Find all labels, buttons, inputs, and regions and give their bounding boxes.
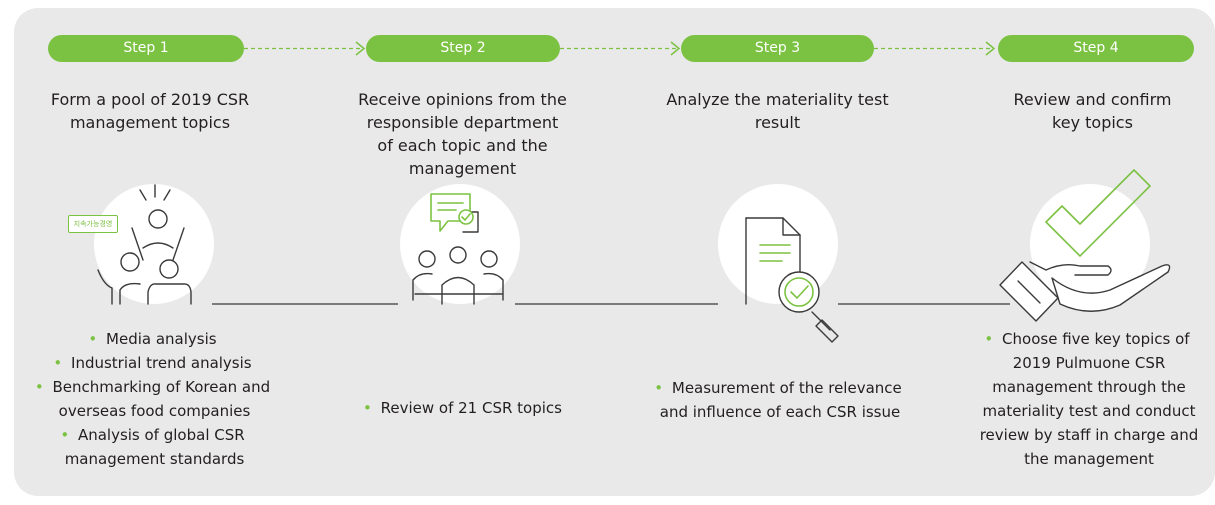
list-item: • Choose five key topics of — [984, 330, 1190, 348]
list-item: materiality test and conduct — [982, 402, 1196, 420]
step-1-bullets: • Media analysis • Industrial trend anal… — [10, 327, 295, 471]
step-3-bullets: • Measurement of the relevance and influ… — [628, 376, 928, 424]
arrow-head-3 — [985, 41, 996, 56]
step-3-pill: Step 3 — [681, 35, 874, 62]
list-item: • Analysis of global CSR — [60, 426, 245, 444]
list-item: • Review of 21 CSR topics — [363, 399, 562, 417]
list-item: overseas food companies — [58, 402, 251, 420]
list-item: • Industrial trend analysis — [53, 354, 252, 372]
list-item: management standards — [64, 450, 245, 468]
diagram-panel — [14, 8, 1215, 496]
list-item: review by staff in charge and — [979, 426, 1199, 444]
step-4-bullets: • Choose five key topics of 2019 Pulmuon… — [958, 327, 1215, 471]
korean-badge: 지속가능경영 — [68, 215, 118, 233]
list-item: and influence of each CSR issue — [659, 403, 901, 421]
list-item: management through the — [992, 378, 1186, 396]
list-item: 2019 Pulmuone CSR — [1012, 354, 1166, 372]
step-4-pill: Step 4 — [998, 35, 1194, 62]
list-item: • Benchmarking of Korean and — [34, 378, 271, 396]
arrow-head-2 — [670, 41, 681, 56]
step-2-bullets: • Review of 21 CSR topics — [335, 396, 590, 420]
step-2-pill: Step 2 — [366, 35, 560, 62]
list-item: • Media analysis — [88, 330, 217, 348]
list-item: • Measurement of the relevance — [654, 379, 902, 397]
arrow-head-1 — [355, 41, 366, 56]
list-item: the management — [1024, 450, 1154, 468]
step-1-pill: Step 1 — [48, 35, 244, 62]
